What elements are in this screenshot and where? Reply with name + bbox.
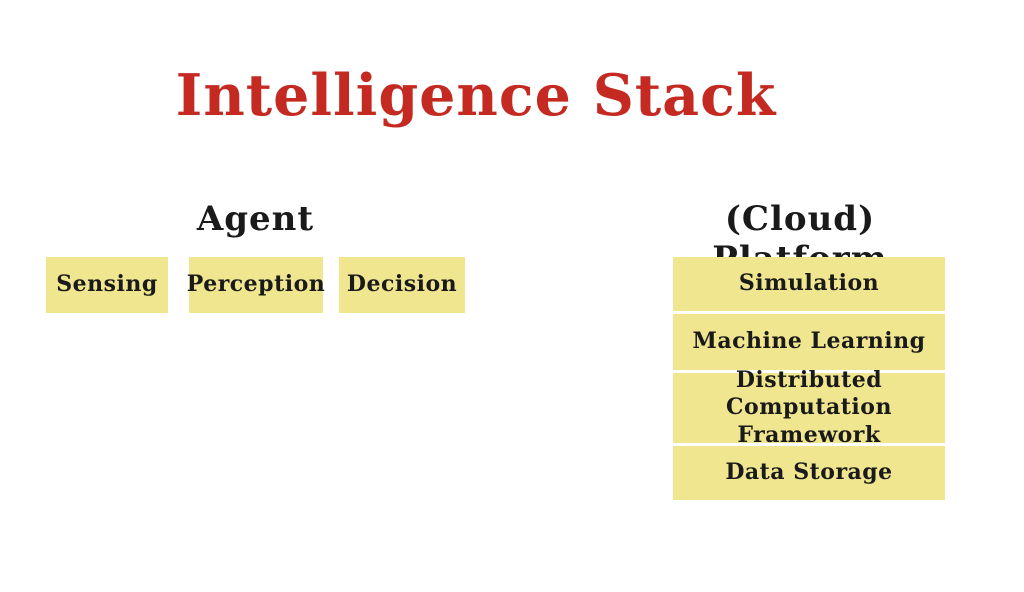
page-title: Intelligence Stack <box>175 62 777 129</box>
agent-box-decision: Decision <box>339 257 465 313</box>
agent-box-perception: Perception <box>187 257 325 313</box>
agent-section-heading: Agent <box>196 199 315 239</box>
platform-box-simulation: Simulation <box>673 257 945 311</box>
agent-box-sensing: Sensing <box>46 257 168 313</box>
platform-box-data-storage: Data Storage <box>673 446 945 500</box>
platform-box-distributed-computation-framework: Distributed Computation Framework <box>673 367 945 448</box>
platform-box-machine-learning: Machine Learning <box>673 314 945 370</box>
